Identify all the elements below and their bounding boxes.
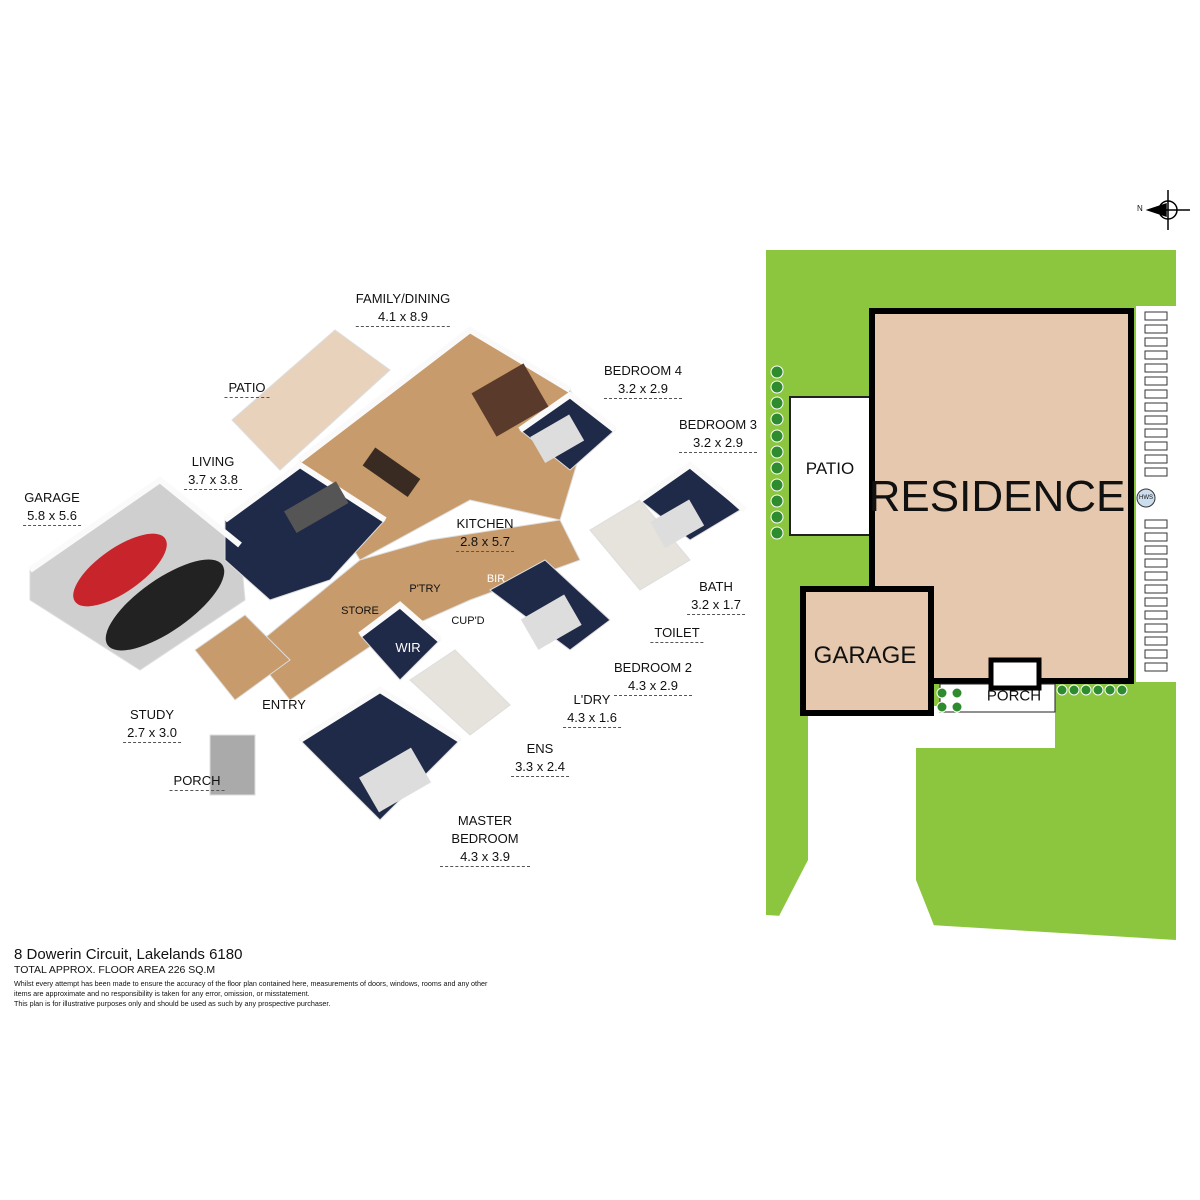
driveway — [778, 706, 1055, 928]
room-label-kitchen: KITCHEN 2.8 x 5.7 — [456, 515, 514, 552]
room-label-garage: GARAGE 5.8 x 5.6 — [23, 489, 81, 526]
sofa — [471, 363, 549, 437]
room-size: 2.7 x 3.0 — [123, 724, 181, 743]
site-label-residence: RESIDENCE — [868, 472, 1126, 521]
room-label-living: LIVING 3.7 x 3.8 — [184, 453, 242, 490]
room-label-patio: PATIO — [224, 379, 270, 398]
bath-floor — [589, 499, 691, 591]
room-name: L'DRY — [573, 692, 611, 707]
patio-floor — [231, 329, 391, 471]
room-size: 3.2 x 2.9 — [678, 434, 758, 453]
room-name: MASTER BEDROOM — [451, 813, 519, 846]
room-name: PORCH — [169, 772, 225, 791]
floor-plan-3d — [28, 326, 747, 821]
room-label-master-bedroom: MASTER BEDROOM 4.3 x 3.9 — [440, 812, 530, 867]
label-cupboard: CUP'D — [451, 615, 485, 627]
room-name: PATIO — [224, 379, 270, 398]
north-arrow-icon — [1145, 190, 1190, 230]
lawn — [766, 250, 1176, 940]
car-red — [73, 533, 167, 607]
room-name: TOILET — [650, 624, 704, 643]
room-label-laundry: L'DRY 4.3 x 1.6 — [563, 691, 621, 728]
site-label-hws: HWS — [1139, 495, 1153, 501]
label-pantry: P'TRY — [409, 583, 441, 595]
room-size: 2.8 x 5.7 — [456, 533, 514, 552]
room-label-bedroom-2: BEDROOM 2 4.3 x 2.9 — [613, 659, 693, 696]
ensuite-floor — [409, 649, 511, 736]
room-size: 4.3 x 1.6 — [563, 709, 621, 728]
bed-2 — [520, 594, 582, 650]
room-label-porch: PORCH — [169, 772, 225, 791]
room-name: FAMILY/DINING — [355, 291, 451, 306]
label-bir-3: BIR — [643, 474, 663, 486]
room-label-toilet: TOILET — [650, 624, 704, 643]
disclaimer-line-1: Whilst every attempt has been made to en… — [14, 979, 488, 998]
site-label-garage: GARAGE — [813, 642, 917, 669]
porch-notch — [988, 657, 1042, 691]
room-name: GARAGE — [24, 490, 80, 505]
bed-4 — [530, 414, 585, 463]
room-name: STUDY — [129, 707, 175, 722]
bed-3 — [650, 499, 705, 548]
room-label-bedroom-4: BEDROOM 4 3.2 x 2.9 — [603, 362, 683, 399]
room-name: LIVING — [191, 454, 235, 469]
room-label-bath: BATH 3.2 x 1.7 — [687, 578, 745, 615]
room-name: BEDROOM 3 — [678, 417, 758, 432]
room-label-family-dining: FAMILY/DINING 4.1 x 8.9 — [355, 290, 451, 327]
site-label-porch: PORCH — [986, 687, 1042, 705]
room-name: KITCHEN — [456, 516, 514, 531]
total-floor-area: TOTAL APPROX. FLOOR AREA 226 SQ.M — [14, 964, 216, 976]
label-bir-4: BIR — [617, 459, 637, 471]
study-floor — [194, 614, 291, 701]
side-path — [1136, 306, 1176, 682]
room-name: ENS — [526, 741, 554, 756]
property-address: 8 Dowerin Circuit, Lakelands 6180 — [14, 946, 243, 963]
bed-master — [359, 747, 431, 813]
room-size: 4.3 x 3.9 — [440, 848, 530, 867]
room-name: BEDROOM 2 — [613, 660, 693, 675]
room-name: ENTRY — [262, 697, 306, 712]
label-store: STORE — [341, 605, 379, 617]
porch-floor — [209, 734, 256, 796]
site-label-patio: PATIO — [805, 459, 855, 478]
room-label-ensuite: ENS 3.3 x 2.4 — [511, 740, 569, 777]
room-size: 3.2 x 1.7 — [687, 596, 745, 615]
north-label: N — [1137, 204, 1143, 213]
room-label-study: STUDY 2.7 x 3.0 — [123, 706, 181, 743]
disclaimer: Whilst every attempt has been made to en… — [14, 979, 494, 1009]
living-sofa — [284, 481, 349, 533]
dining-table — [362, 447, 421, 498]
disclaimer-line-2: This plan is for illustrative purposes o… — [14, 999, 331, 1008]
label-wir: WIR — [395, 640, 421, 655]
car-black — [105, 559, 225, 651]
label-bir-2: BIR — [486, 573, 506, 585]
hall-floor — [249, 519, 581, 701]
room-label-bedroom-3: BEDROOM 3 3.2 x 2.9 — [678, 416, 758, 453]
room-size: 4.1 x 8.9 — [355, 308, 451, 327]
room-name: BEDROOM 4 — [603, 363, 683, 378]
room-size: 3.7 x 3.8 — [184, 471, 242, 490]
room-size: 3.2 x 2.9 — [603, 380, 683, 399]
room-label-entry: ENTRY — [262, 696, 306, 714]
room-size: 4.3 x 2.9 — [613, 677, 693, 696]
room-size: 5.8 x 5.6 — [23, 507, 81, 526]
room-name: BATH — [699, 579, 733, 594]
room-size: 3.3 x 2.4 — [511, 758, 569, 777]
